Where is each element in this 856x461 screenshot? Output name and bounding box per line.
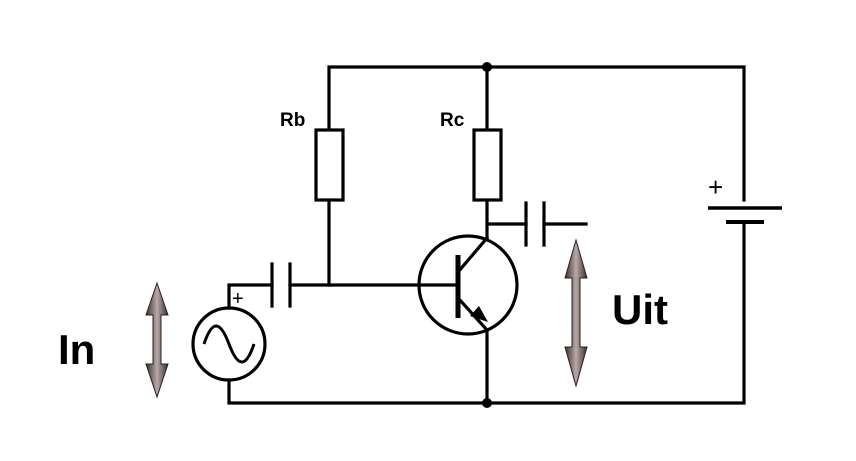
battery [708, 206, 782, 224]
sine-wave-icon [202, 324, 256, 364]
ac-source [191, 306, 267, 382]
label-input: In [58, 326, 95, 373]
label-output: Uit [612, 286, 668, 333]
junction-top [482, 62, 492, 72]
top-rail-wire [327, 65, 746, 202]
input-double-arrow-icon [145, 281, 169, 399]
emitter-arrow-icon [470, 306, 488, 322]
output-double-arrow-icon [564, 238, 588, 388]
output-capacitor [524, 201, 546, 247]
input-cap-lead-wire [227, 283, 274, 311]
junction-bottom [482, 398, 492, 408]
npn-transistor [417, 234, 519, 336]
label-rb: Rb [280, 110, 305, 131]
resistor-rc [472, 128, 503, 202]
source-plus-sign: + [232, 288, 244, 310]
label-rc: Rc [440, 110, 465, 131]
input-capacitor [270, 262, 292, 308]
battery-plus-sign: + [708, 172, 723, 202]
wires [227, 65, 746, 405]
resistor-rb [314, 128, 345, 202]
